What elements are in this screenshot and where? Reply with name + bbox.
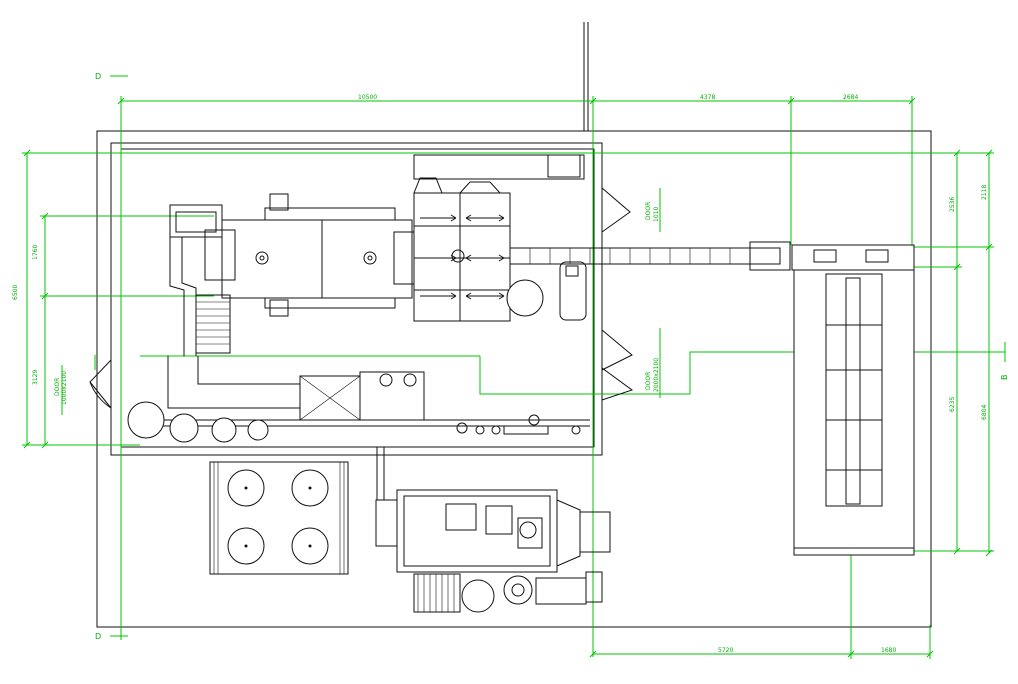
cooling-tank xyxy=(791,244,915,556)
stair-hopper xyxy=(169,237,231,356)
site-outline xyxy=(96,130,932,628)
dim-bottom-left: 5720 xyxy=(718,647,733,654)
heater-unit xyxy=(375,447,611,613)
door-right-lower-swing xyxy=(601,329,634,401)
bottom-duct xyxy=(140,356,590,427)
fan-cooler xyxy=(209,461,349,575)
stack-pipe xyxy=(583,22,589,131)
section-mark-d-top: D xyxy=(95,72,101,81)
fittings xyxy=(456,414,581,435)
dim-right-upper: 2536 xyxy=(949,197,956,212)
door-right-lower-label: DOOR xyxy=(645,372,652,390)
dim-right-lower: 6235 xyxy=(949,397,956,412)
dimension-ticks xyxy=(23,97,993,658)
dimension-lines xyxy=(22,75,1006,659)
dim-left-overall: 6500 xyxy=(12,285,19,300)
door-left-label: DOOR xyxy=(54,378,61,396)
door-right-upper-size: 1010 xyxy=(653,207,660,222)
control-block xyxy=(413,177,544,322)
dim-left-upper: 1760 xyxy=(32,245,39,260)
conveyor xyxy=(509,241,791,271)
dim-top-overall: 10500 xyxy=(358,94,377,101)
dim-top-right: 2684 xyxy=(843,94,858,101)
door-left-size: 1000x2100 xyxy=(61,371,68,405)
side-cabinet xyxy=(559,261,587,321)
dim-bottom-right: 1680 xyxy=(881,647,896,654)
section-mark-b: B xyxy=(1000,375,1009,381)
dim-left-lower: 3129 xyxy=(32,370,39,385)
dim-right-overall: 6804 xyxy=(981,405,988,420)
dim-right-upper-outer: 2118 xyxy=(981,185,988,200)
rollers xyxy=(127,401,269,443)
door-right-lower-size: 2000x2100 xyxy=(653,358,660,392)
door-left-swing xyxy=(89,359,112,409)
main-machine xyxy=(169,193,419,317)
section-mark-d-bottom: D xyxy=(95,632,101,641)
door-right-upper-swing xyxy=(601,187,631,233)
overhead-duct xyxy=(413,154,585,180)
dim-top-mid: 4378 xyxy=(700,94,715,101)
door-right-upper-label: DOOR xyxy=(645,202,652,220)
